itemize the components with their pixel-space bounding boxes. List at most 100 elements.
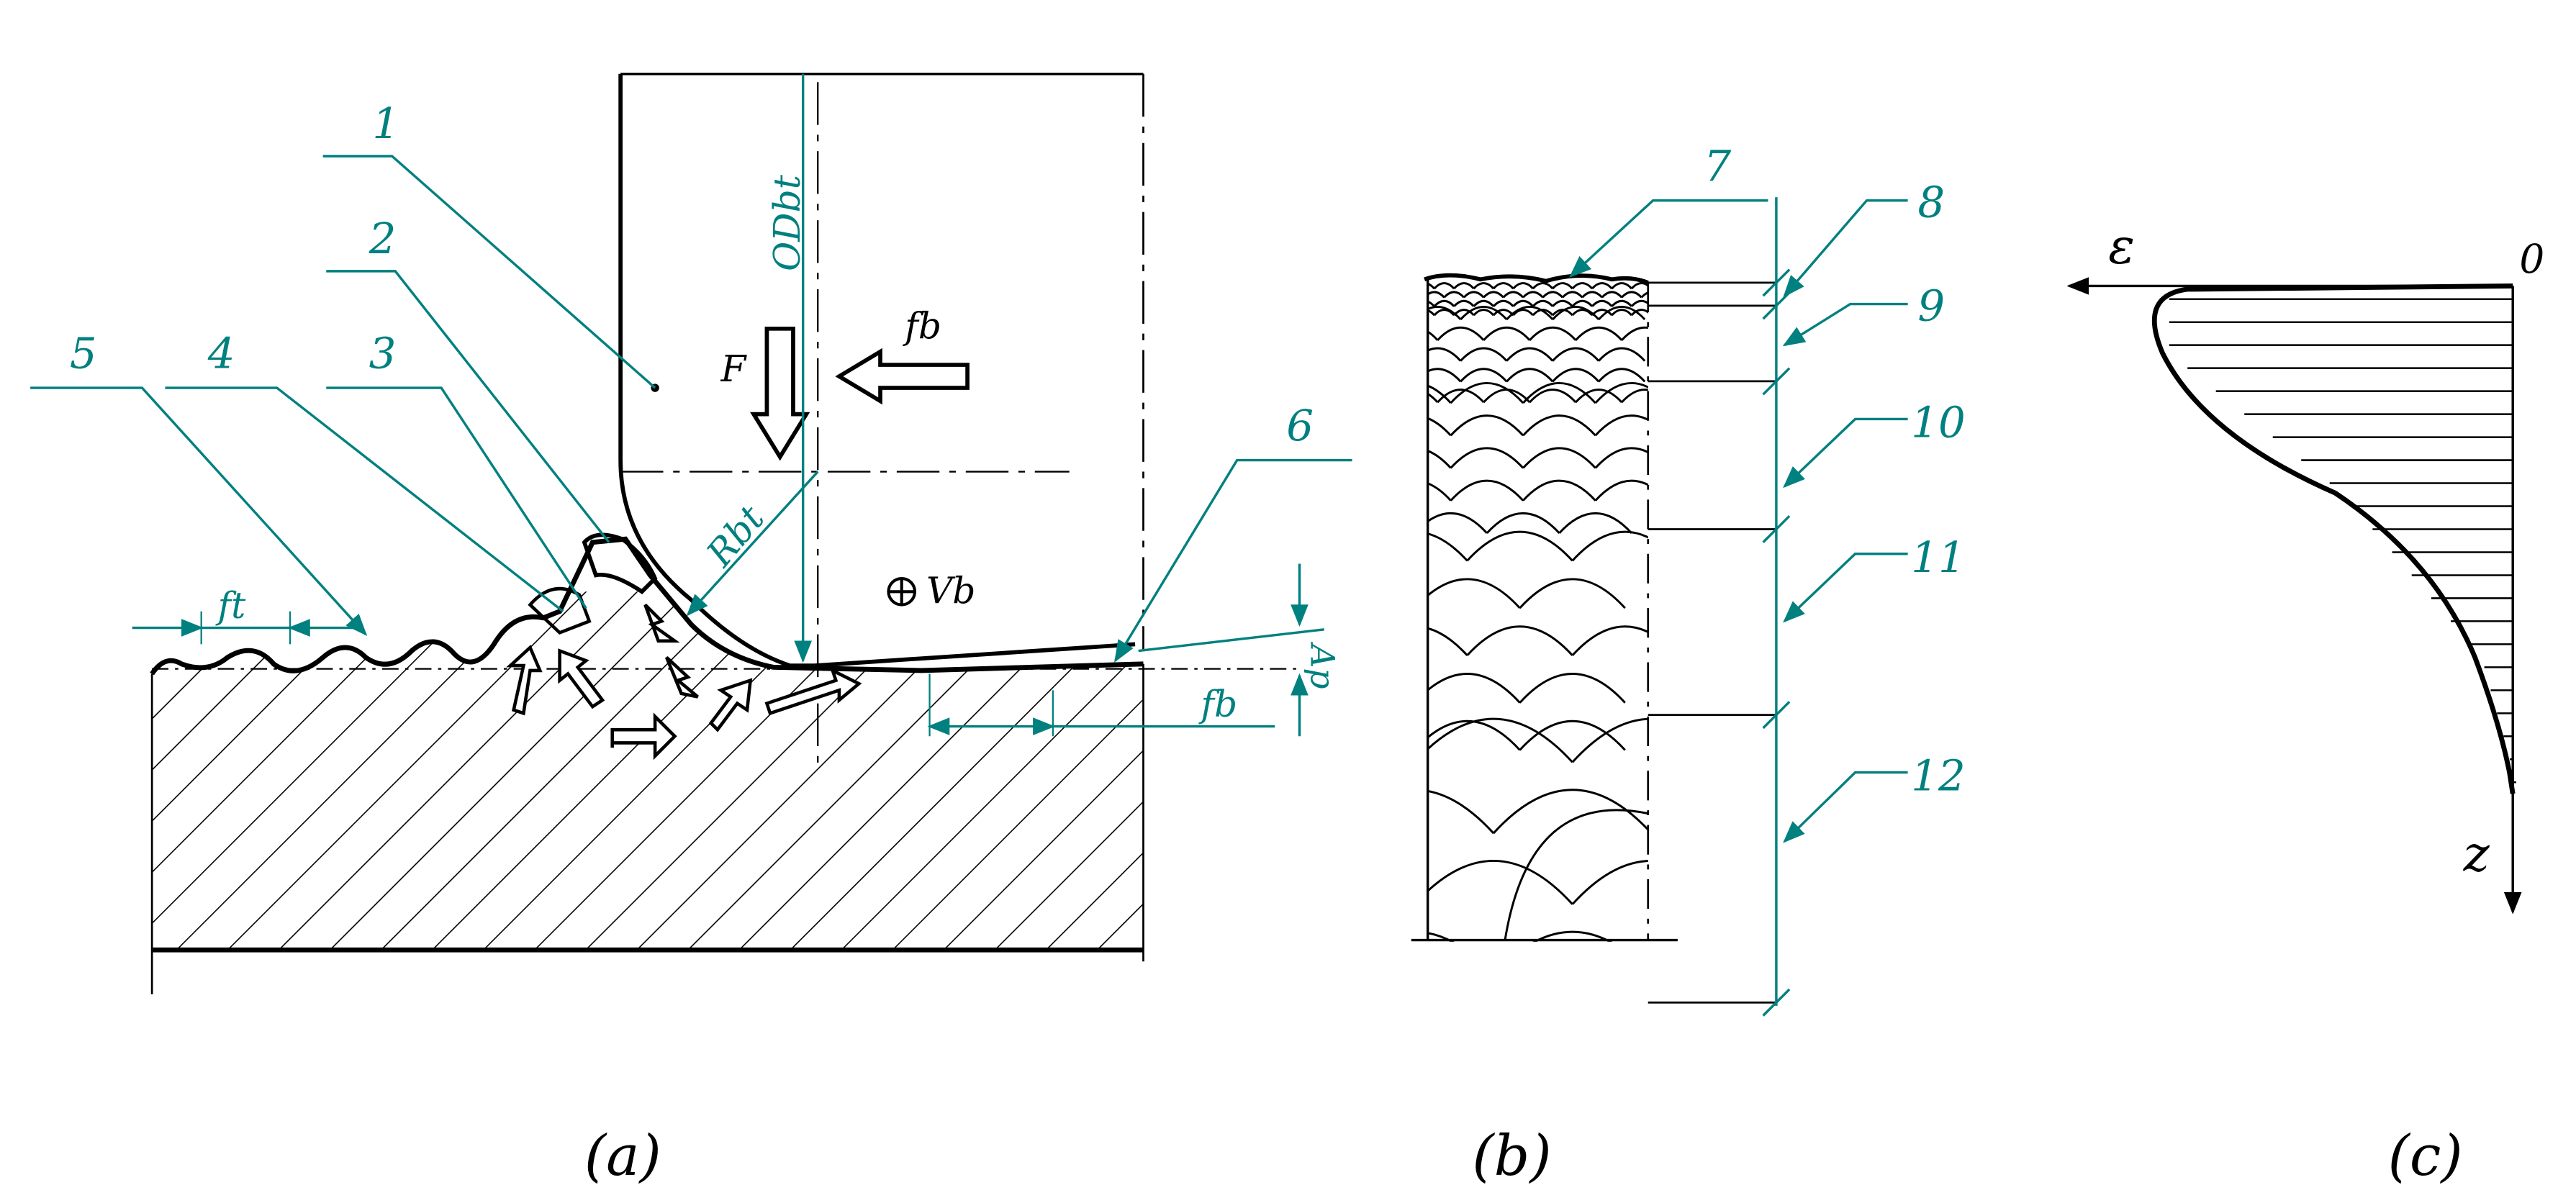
grain-arc <box>1437 389 1485 404</box>
grain-arc <box>1630 282 1648 290</box>
grain-arc <box>1571 717 1648 763</box>
grain-arc <box>1427 392 1439 404</box>
turning-feed-dimension: ft <box>132 584 363 645</box>
callout-8: 8 <box>1917 178 1945 228</box>
callout-9: 9 <box>1917 281 1945 331</box>
grain-arc <box>1591 299 1613 307</box>
grain-arc <box>1427 627 1468 656</box>
radius-dimension: Rbt <box>686 471 819 617</box>
grain-arc <box>1443 291 1465 299</box>
depth-label: Ap <box>1303 641 1341 689</box>
callout-3: 3 <box>369 330 397 379</box>
grain-arc <box>1427 305 1462 321</box>
grain-arc <box>1427 578 1521 609</box>
grain-arc <box>1502 291 1524 299</box>
grain-arc <box>1427 347 1462 362</box>
grain-arc <box>1506 347 1554 362</box>
grain-arc <box>1532 282 1554 290</box>
grain-arc <box>1519 578 1626 609</box>
grain-arc <box>1473 282 1495 290</box>
grain-arc <box>1450 381 1524 404</box>
grain-arc <box>1473 299 1495 307</box>
grain-arc <box>1594 381 1648 404</box>
grain-arc <box>1427 932 1455 942</box>
grain-arc <box>1473 309 1495 317</box>
callout-4: 4 <box>207 330 235 379</box>
grain-arc <box>1466 625 1573 656</box>
grain-arc <box>1532 299 1554 307</box>
grain-arc <box>1463 291 1485 299</box>
grain-arc <box>1427 368 1462 383</box>
grain-arc <box>1594 479 1648 501</box>
callout-7: 7 <box>1704 142 1731 191</box>
grain-arc <box>1512 309 1534 317</box>
grain-arc <box>1621 389 1648 404</box>
depth-dimension: Ap <box>1138 563 1341 737</box>
grain-arc <box>1492 282 1514 290</box>
grain-arc <box>1433 299 1455 307</box>
grain-arc <box>1427 790 1495 835</box>
turning-feed-label: ft <box>215 584 247 627</box>
strain-hatch <box>2169 298 2516 784</box>
grain-arc <box>1427 512 1488 534</box>
odbt-dimension: ODbt <box>766 73 813 663</box>
grain-arc <box>1522 381 1596 404</box>
grain-arc <box>1522 291 1544 299</box>
grain-arc <box>1433 282 1455 290</box>
grain-arc <box>1575 326 1623 341</box>
grain-arc <box>1427 282 1435 290</box>
grain-arc <box>1450 479 1524 501</box>
grain-arc <box>1621 326 1648 341</box>
grain-arc <box>1506 305 1554 321</box>
grain-arc <box>1460 305 1508 321</box>
feed-arrow-top: fb <box>835 305 970 405</box>
workpiece-section <box>150 536 1300 994</box>
grain-arc <box>1640 291 1648 299</box>
grain-arc <box>1486 512 1560 534</box>
grain-arc <box>1450 447 1524 469</box>
grain-arc <box>1427 719 1521 751</box>
grain-arc <box>1598 368 1646 383</box>
grain-arc <box>1532 930 1612 942</box>
strain-curve <box>2151 283 2516 794</box>
grain-arc <box>1552 305 1600 321</box>
callout-11: 11 <box>1911 533 1966 583</box>
grain-arc <box>1427 291 1445 299</box>
grain-arc <box>1483 389 1531 404</box>
grain-arc <box>1427 450 1452 469</box>
grain-arc <box>1591 282 1613 290</box>
grain-arc <box>1621 291 1642 299</box>
grain-arc <box>1611 309 1632 317</box>
caption-a: (a) <box>584 1124 661 1189</box>
grain-arc <box>1483 291 1504 299</box>
velocity-label: Vb <box>926 569 975 612</box>
grain-arc-large <box>1504 809 1648 940</box>
grain-arc <box>1427 384 1452 404</box>
grain-arc <box>1453 299 1475 307</box>
grain-arc <box>1571 309 1594 317</box>
grain-arc <box>1571 282 1594 290</box>
grain-arc <box>1427 673 1521 704</box>
grain-arc <box>1427 330 1439 341</box>
grain-arc <box>1460 368 1508 383</box>
panel-b: 7 8 9 10 11 12 (b) <box>1411 142 1966 1189</box>
grain-arc <box>1427 717 1573 763</box>
callout-leaders-b <box>1569 199 1908 843</box>
grain-arc <box>1552 347 1600 362</box>
grain-arc <box>1561 291 1583 299</box>
grain-arc <box>1575 389 1623 404</box>
grain-arc <box>1529 326 1577 341</box>
panel-a: F fb ODbt Rbt Vb <box>30 73 1352 1189</box>
flow-arrows <box>506 603 862 761</box>
caption-c: (c) <box>2388 1124 2463 1189</box>
grain-arc <box>1522 414 1596 437</box>
grain-arc <box>1450 414 1524 437</box>
grain-arc <box>1552 282 1573 290</box>
grain-arc <box>1506 368 1554 383</box>
grain-arc <box>1453 282 1475 290</box>
grain-arc <box>1571 625 1648 656</box>
grain-arc <box>1519 673 1626 704</box>
callout-leaders-a <box>30 155 1352 663</box>
grain-arc <box>1492 299 1514 307</box>
